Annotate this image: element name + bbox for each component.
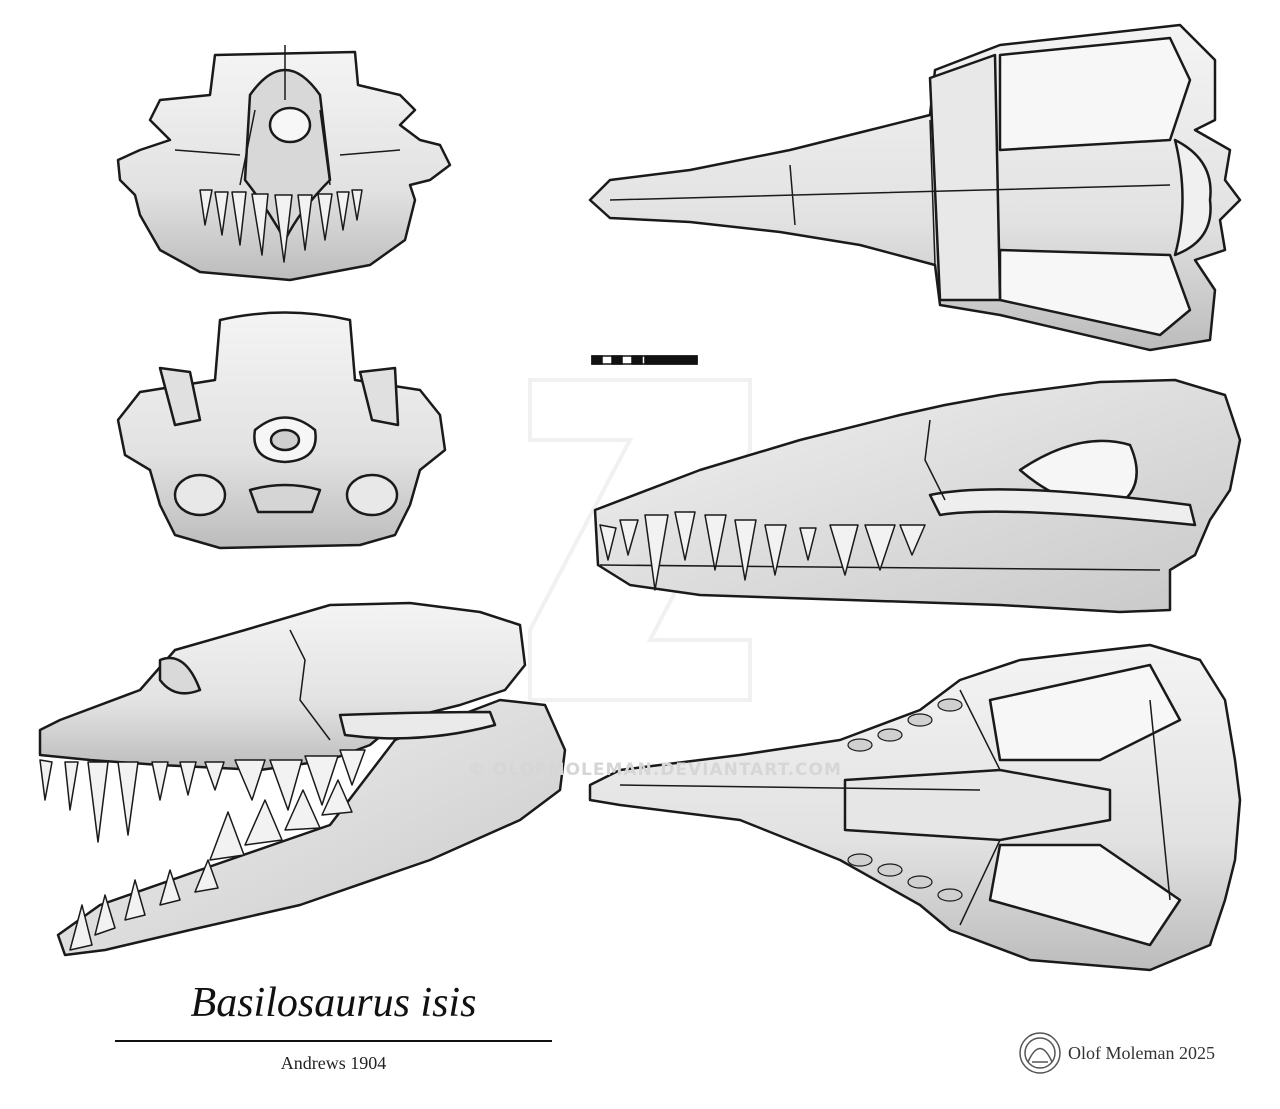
artist-credit: Olof Moleman 2025 — [1068, 1043, 1215, 1063]
skull-posterior-view — [116, 311, 447, 550]
artist-monogram-icon — [1019, 1032, 1061, 1074]
scale-bar — [591, 355, 698, 365]
figure-title: Basilosaurus isis — [190, 980, 477, 1026]
title-divider — [115, 1040, 552, 1042]
skull-anterior-view — [116, 45, 452, 282]
skull-ventral-view — [588, 643, 1242, 972]
watermark-text: © OLOFMOLEMAN.DEVIANTART.COM — [468, 760, 842, 780]
skull-lateral-view — [593, 378, 1242, 614]
watermark-logo — [528, 378, 752, 702]
figure-subtitle: Andrews 1904 — [280, 1053, 387, 1073]
skull-dorsal-view — [588, 23, 1242, 352]
skull-lateral-open-jaw-view — [38, 601, 567, 957]
